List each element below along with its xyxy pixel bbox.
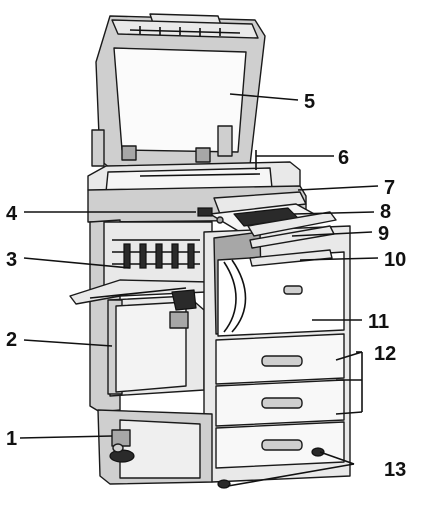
callout-7: 7 [384,177,395,199]
usb-port [197,207,213,217]
callout-5: 5 [304,91,315,113]
callout-8: 8 [380,201,391,223]
callout-12: 12 [374,343,396,365]
callout-4: 4 [6,203,18,225]
control-panel [209,203,319,233]
callout-6: 6 [338,147,349,169]
callout-labels: 1 2 3 4 5 6 7 8 9 10 11 12 13 [6,91,406,481]
document-feeder-lid [91,13,266,169]
callout-13: 13 [384,459,406,481]
callout-10: 10 [384,249,406,271]
callout-11: 11 [368,311,389,333]
callout-3: 3 [6,249,17,271]
base-and-casters [97,409,325,489]
callout-2: 2 [6,329,17,351]
leader-lines [19,93,379,487]
paper-trays [215,333,345,469]
left-door [107,289,205,397]
output-trays [247,211,337,267]
document-glass [87,161,301,197]
callout-9: 9 [378,223,389,245]
callout-1: 1 [6,428,17,450]
